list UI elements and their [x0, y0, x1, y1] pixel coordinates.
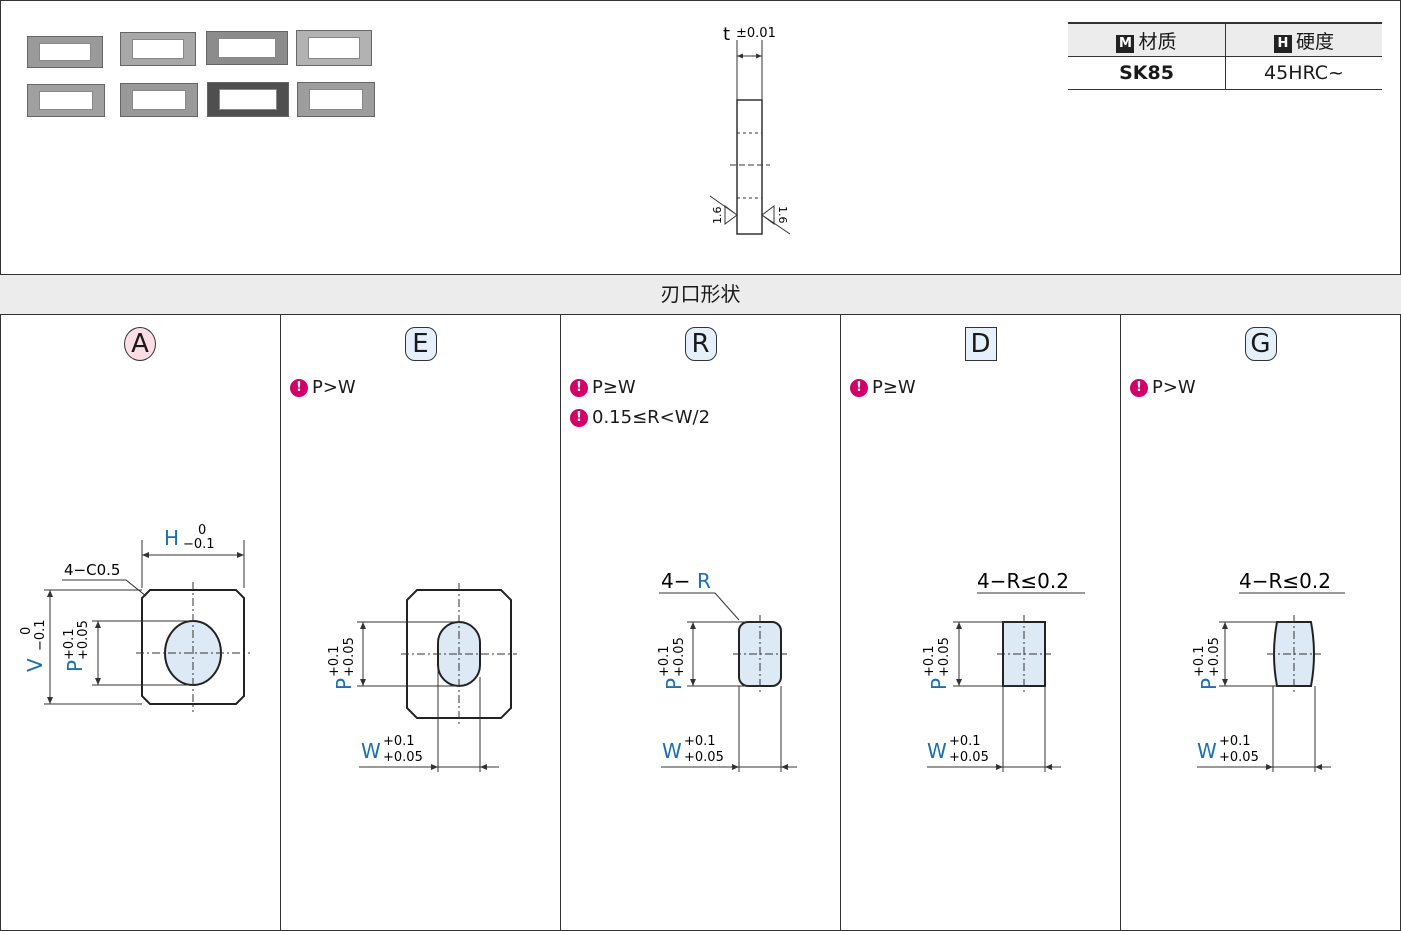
tol-H-bot: −0.1	[183, 537, 215, 552]
warning-icon: !	[570, 408, 588, 427]
tol-W-bot: +0.05	[1219, 750, 1259, 765]
tol-W-bot: +0.05	[684, 750, 724, 765]
hardness-header: 硬度	[1295, 30, 1334, 53]
label-V: V	[23, 658, 47, 672]
material-header: 材质	[1138, 30, 1177, 53]
tol-V-top: 0	[19, 627, 34, 635]
label-P: P	[63, 660, 87, 672]
tol-P-bot: +0.05	[76, 620, 91, 660]
tol-W-bot: +0.05	[949, 750, 989, 765]
shape-tag-e: E	[404, 327, 437, 361]
hardness-badge: H	[1273, 34, 1292, 53]
label-P: P	[927, 678, 951, 690]
label-chamfer: 4−C0.5	[64, 561, 120, 579]
note-g-1: !P>W	[1130, 377, 1196, 398]
shape-a-drawing: H 0 −0.1 4−C0.5 V 0 −0.1 P +0.1 +0.05	[19, 523, 250, 712]
tol-value: ±0.01	[736, 26, 776, 41]
tol-H-top: 0	[198, 523, 206, 538]
label-corner: 4−R≤0.2	[977, 569, 1069, 593]
product-photo-1	[27, 36, 103, 68]
hardness-value: 45HRC~	[1225, 56, 1382, 90]
tol-P-top: +0.1	[657, 645, 672, 677]
tol-W-top: +0.1	[383, 734, 415, 749]
shape-r-drawing: 4− R P +0.1 +0.05 W +0.1 +0.05	[657, 569, 797, 772]
warning-icon: !	[1130, 378, 1148, 397]
tol-t: t	[723, 24, 730, 45]
roughness-left: 1.6	[711, 207, 724, 225]
tol-P-top: +0.1	[922, 645, 937, 677]
tol-V-bot: −0.1	[33, 619, 48, 651]
label-corner-prefix: 4−	[661, 569, 690, 593]
label-H: H	[164, 526, 179, 550]
roughness-right: 1.6	[776, 206, 789, 224]
shape-tag-d: D	[964, 327, 997, 361]
label-W: W	[1197, 739, 1217, 763]
product-photo-6	[120, 83, 198, 117]
product-photo-3	[206, 31, 288, 65]
note-r-2: !0.15≤R<W/2	[570, 407, 710, 428]
label-W: W	[662, 739, 682, 763]
material-value: SK85	[1068, 56, 1226, 90]
shape-column-a: A H 0 −0.1 4−C0.5 V 0 −0.1 P +0.1 +0.05	[0, 315, 281, 931]
tol-W-top: +0.1	[1219, 734, 1251, 749]
label-W: W	[361, 739, 381, 763]
shape-tag-a: A	[124, 327, 156, 361]
shape-column-g: G !P>W 4−R≤0.2 P +0.1 +0.05 W +0.1 +0.05	[1121, 315, 1400, 931]
product-photo-8	[297, 82, 375, 117]
label-P: P	[662, 678, 686, 690]
tol-P-bot: +0.05	[672, 637, 687, 677]
label-W: W	[927, 739, 947, 763]
tol-W-top: +0.1	[949, 734, 981, 749]
label-corner: 4−R≤0.2	[1239, 569, 1331, 593]
label-P: P	[332, 678, 356, 690]
warning-icon: !	[570, 378, 588, 397]
shape-column-r: R !P≥W !0.15≤R<W/2 4− R P +0.1 +0.05 W +…	[561, 315, 841, 931]
shape-d-drawing: 4−R≤0.2 P +0.1 +0.05 W +0.1 +0.05	[922, 569, 1085, 772]
warning-icon: !	[290, 378, 308, 397]
shape-column-e: E !P>W P +0.1 +0.05 W +0.1 +0.05	[281, 315, 561, 931]
tol-P-top: +0.1	[1192, 645, 1207, 677]
tol-W-bot: +0.05	[383, 750, 423, 765]
tol-P-bot: +0.05	[342, 637, 357, 677]
note-r-1: !P≥W	[570, 377, 636, 398]
shape-g-drawing: 4−R≤0.2 P +0.1 +0.05 W +0.1 +0.05	[1192, 569, 1345, 772]
tol-P-bot: +0.05	[1207, 637, 1222, 677]
warning-icon: !	[850, 378, 868, 397]
shape-column-d: D !P≥W 4−R≤0.2 P +0.1 +0.05 W +0.1 +0.05	[841, 315, 1121, 931]
shape-e-drawing: P +0.1 +0.05 W +0.1 +0.05	[327, 583, 517, 772]
product-photo-5	[27, 84, 105, 117]
side-view-drawing: t ±0.01 1.6 1.6	[709, 24, 791, 235]
tol-W-top: +0.1	[684, 734, 716, 749]
tol-P-top: +0.1	[327, 645, 342, 677]
shape-tag-g: G	[1244, 327, 1277, 361]
label-P: P	[1197, 678, 1221, 690]
product-photo-2	[120, 32, 196, 66]
product-photo-4	[296, 30, 372, 66]
note-d-1: !P≥W	[850, 377, 916, 398]
label-corner-R: R	[697, 569, 711, 593]
shape-tag-r: R	[684, 327, 717, 361]
tol-P-top: +0.1	[62, 628, 77, 660]
note-e-1: !P>W	[290, 377, 356, 398]
product-photo-7	[207, 82, 289, 117]
tol-P-bot: +0.05	[937, 637, 952, 677]
material-badge: M	[1116, 34, 1135, 53]
section-title: 刃口形状	[0, 275, 1401, 315]
